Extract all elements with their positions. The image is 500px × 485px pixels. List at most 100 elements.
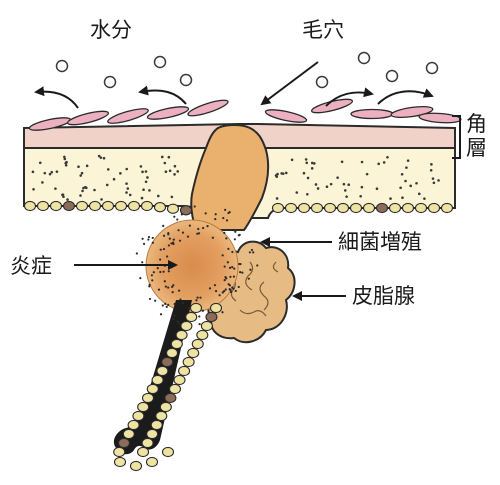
epidermis-dot <box>404 179 407 183</box>
bacteria-dot <box>142 242 146 245</box>
bacteria-dot <box>159 248 162 251</box>
bacteria-dot <box>173 314 176 317</box>
moisture-arrow-4 <box>377 88 434 105</box>
bacteria-dot <box>167 303 170 306</box>
epidermis-dot <box>146 176 149 179</box>
follicle-cell <box>75 200 89 212</box>
bacteria-dot <box>224 288 227 291</box>
bacteria-dot <box>151 241 154 244</box>
bacteria-dot <box>163 280 166 283</box>
follicle-cell <box>122 428 135 440</box>
bacteria-dot <box>173 215 176 218</box>
epidermis-dot <box>79 174 83 177</box>
label-moisture: 水分 <box>90 18 132 42</box>
bacteria-dot <box>221 254 224 257</box>
follicle-cell <box>161 356 174 368</box>
bacteria-dot <box>197 232 201 235</box>
bacteria-dot <box>139 277 142 280</box>
bacteria-dot <box>252 251 255 254</box>
epidermis-dot <box>105 183 109 187</box>
follicle-cell <box>323 202 337 214</box>
epidermis-dot <box>409 184 412 188</box>
bacteria-dot <box>161 304 164 307</box>
label-sebaceous-gland: 皮脂腺 <box>352 284 415 308</box>
bacteria-dot <box>172 242 175 246</box>
epidermis-dot <box>128 193 132 197</box>
follicle-cell <box>179 205 193 216</box>
follicle-cell <box>200 320 213 332</box>
follicle-cell <box>166 203 180 214</box>
epidermis-dot <box>79 194 82 197</box>
bacteria-dot <box>193 205 196 208</box>
bacteria-dot <box>229 290 233 294</box>
bacteria-dot <box>167 232 170 235</box>
follicle-cell <box>146 428 159 440</box>
epidermis-dot <box>125 182 128 185</box>
epidermis-dot <box>82 186 85 190</box>
bacteria-dot <box>167 244 170 247</box>
follicle-cell <box>271 202 285 214</box>
pore-pointer <box>260 61 319 106</box>
epidermis-dot <box>415 181 418 185</box>
moisture-bubble <box>55 59 69 73</box>
bacteria-dot <box>156 267 159 270</box>
pointer-lines <box>74 61 346 301</box>
epidermis-dot <box>401 196 404 200</box>
bacteria-dot <box>233 267 236 270</box>
bacteria-dot <box>164 285 167 288</box>
follicle-cell <box>151 374 164 386</box>
bacteria-dot <box>224 208 227 211</box>
epidermis-dot <box>126 187 130 190</box>
epidermis-dot <box>163 161 167 165</box>
epidermis-dot <box>156 194 160 198</box>
bacteria-dot <box>162 270 165 273</box>
epidermis-dot <box>347 183 351 187</box>
bacteria-dot <box>223 279 226 282</box>
follicle-cell <box>173 374 186 386</box>
follicle-cell <box>36 200 50 212</box>
follicle-cell <box>414 202 428 214</box>
epidermis-dot <box>417 192 421 196</box>
epidermis-dot <box>365 172 369 176</box>
bacteria-dot <box>238 233 241 236</box>
bacteria-dot <box>249 268 252 271</box>
surface-flake <box>187 99 229 117</box>
bacteria-dot <box>162 247 166 251</box>
epidermis-dot <box>280 172 283 175</box>
follicle-cell <box>205 311 218 323</box>
epidermis-dot <box>310 161 314 165</box>
follicle-cell <box>127 200 141 212</box>
bacteria-dot <box>225 237 228 240</box>
moisture-bubble <box>425 61 439 75</box>
epidermis-dot <box>38 161 42 165</box>
follicle-cell <box>189 302 203 314</box>
epidermis-dot <box>314 183 318 186</box>
bacteria-dot <box>167 270 170 273</box>
surface-flake <box>418 112 462 124</box>
epidermis-dot <box>63 157 67 161</box>
epidermis-dot <box>306 176 310 180</box>
bacteria-dot <box>223 231 226 234</box>
bacteria-dot <box>196 232 199 235</box>
bacteria-dot <box>228 266 232 269</box>
surface-flake <box>390 106 434 118</box>
bacteria-dot <box>172 317 175 321</box>
surface-flake <box>107 108 149 124</box>
follicle-cell <box>113 456 127 468</box>
follicle-cell <box>113 446 126 458</box>
epidermis-dot <box>313 162 316 165</box>
follicle-cells <box>23 200 454 472</box>
epidermis-dot <box>360 185 364 189</box>
bacteria-dot <box>222 216 225 220</box>
bacteria-dot <box>247 277 250 280</box>
epidermis-dot <box>66 198 69 201</box>
bacteria-dot <box>198 323 201 326</box>
epidermis-dot <box>106 168 110 171</box>
follicle-cell <box>349 202 363 214</box>
follicle-cell <box>129 460 143 472</box>
epidermis-dot <box>77 165 80 169</box>
epidermis-dot <box>360 160 364 164</box>
epidermis-dot <box>55 170 59 173</box>
epidermis-dot <box>50 170 54 174</box>
epidermis-dot <box>399 186 402 190</box>
